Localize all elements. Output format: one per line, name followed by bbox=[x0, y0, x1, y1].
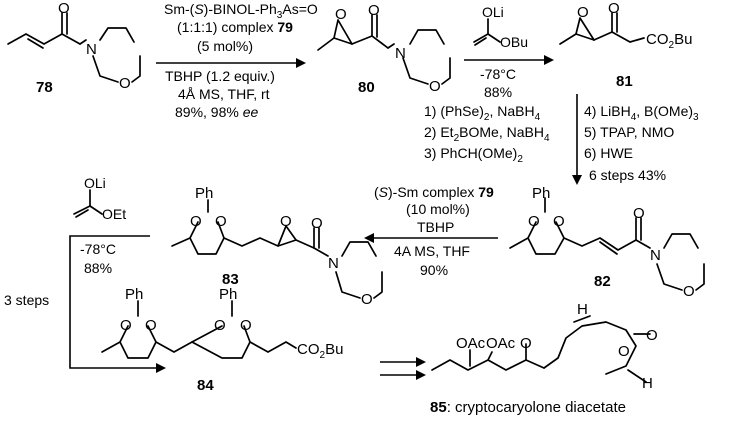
atom-N-82: N bbox=[650, 247, 661, 264]
atom-ester-81: CO2Bu bbox=[646, 31, 692, 51]
atom-O-ketone-81: O bbox=[608, 0, 620, 17]
reagent-OLi-5: OLi bbox=[84, 175, 106, 191]
atom-Ph-83: Ph bbox=[195, 185, 213, 202]
arrowhead-step-1 bbox=[296, 58, 306, 68]
condition-step4-catalyst: (S)-Sm complex 79 bbox=[374, 184, 494, 200]
atom-O-78: O bbox=[58, 0, 70, 17]
atom-O1-83: O bbox=[190, 213, 202, 230]
atom-O-epoxide-81: O bbox=[577, 4, 589, 21]
enolate-OBu-structure bbox=[473, 18, 501, 46]
condition-step3-1: 1) (PhSe)2, NaBH4 bbox=[424, 103, 541, 123]
atom-O-lactone-ring-85: O bbox=[618, 343, 630, 360]
compound-label-83: 83 bbox=[222, 271, 239, 288]
atom-Ph-82: Ph bbox=[532, 185, 550, 202]
condition-step3-6: 6) HWE bbox=[584, 145, 633, 161]
arrow-step-5 bbox=[69, 235, 158, 369]
compound-label-84: 84 bbox=[197, 377, 214, 394]
atom-H2-85: H bbox=[642, 375, 653, 392]
atom-O4-84: O bbox=[240, 317, 252, 334]
enolate-OEt-structure bbox=[73, 189, 103, 218]
arrowhead-multistep-1 bbox=[416, 357, 426, 367]
atom-O1-82: O bbox=[528, 213, 540, 230]
compound-82-structure bbox=[509, 197, 705, 291]
condition-step3-5: 5) TPAP, NMO bbox=[584, 124, 674, 140]
condition-step3-4: 4) LiBH4, B(OMe)3 bbox=[584, 103, 699, 123]
atom-O2-84: O bbox=[145, 317, 157, 334]
compound-label-78: 78 bbox=[36, 79, 53, 96]
atom-N-78: N bbox=[86, 41, 97, 58]
compound-84-structure bbox=[101, 300, 297, 359]
arrowhead-step-2 bbox=[544, 55, 554, 65]
atom-O-morpholine-78: O bbox=[119, 75, 131, 92]
condition-step5-steps: 3 steps bbox=[4, 292, 49, 308]
compound-label-80: 80 bbox=[358, 79, 375, 96]
atom-O-carbonyl-82: O bbox=[633, 205, 645, 222]
condition-step4-yield: 90% bbox=[420, 262, 448, 278]
condition-step1-solvent: 4Å MS, THF, rt bbox=[178, 86, 270, 102]
condition-step2-temp: -78°C bbox=[480, 66, 516, 82]
reagent-OEt-5: OEt bbox=[102, 206, 126, 222]
atom-N-80: N bbox=[395, 45, 406, 62]
compound-85-structure bbox=[431, 315, 651, 383]
arrowhead-step-3 bbox=[572, 175, 582, 185]
condition-step1-oxidant: TBHP (1.2 equiv.) bbox=[165, 68, 275, 84]
condition-step4-oxidant: TBHP bbox=[417, 219, 454, 235]
compound-81-structure bbox=[559, 12, 645, 45]
atom-OAc1-85: OAc bbox=[456, 335, 486, 352]
condition-step1-catalyst: Sm-(S)-BINOL-Ph3As=O bbox=[164, 1, 318, 21]
atom-H1-85: H bbox=[577, 301, 588, 318]
condition-step4-solvent: 4A MS, THF bbox=[394, 243, 470, 259]
condition-step1-loading: (5 mol%) bbox=[197, 38, 253, 54]
compound-label-81: 81 bbox=[616, 73, 633, 90]
reagent-OBu-2: OBu bbox=[500, 34, 528, 50]
atom-O-epoxide-83: O bbox=[280, 213, 292, 230]
condition-step4-loading: (10 mol%) bbox=[406, 201, 470, 217]
compound-83-structure bbox=[171, 199, 383, 299]
compound-label-85: 85: cryptocaryolone diacetate bbox=[430, 399, 626, 416]
condition-step5-temp: -78°C bbox=[80, 241, 116, 257]
arrowhead-multistep-2 bbox=[416, 370, 426, 380]
atom-Ph2-84: Ph bbox=[219, 286, 237, 303]
condition-step5-yield: 88% bbox=[84, 260, 112, 276]
compound-80-structure bbox=[317, 14, 451, 85]
atom-O2-83: O bbox=[215, 213, 227, 230]
atom-N-83: N bbox=[328, 255, 339, 272]
atom-O-morpholine-82: O bbox=[683, 283, 695, 300]
arrowhead-step-4 bbox=[364, 233, 374, 243]
atom-O-morpholine-80: O bbox=[429, 78, 441, 95]
atom-O2-82: O bbox=[553, 213, 565, 230]
condition-step1-yield: 89%, 98% ee bbox=[175, 104, 259, 120]
atom-O-lactone-carbonyl-85: O bbox=[646, 327, 658, 344]
condition-step1-complex: (1:1:1) complex 79 bbox=[177, 19, 293, 35]
atom-OAc2-85: OAc bbox=[486, 335, 516, 352]
atom-ester-84: CO2Bu bbox=[297, 341, 343, 361]
atom-Ph1-84: Ph bbox=[125, 286, 143, 303]
atom-O-epoxide-80: O bbox=[335, 6, 347, 23]
atom-O1-84: O bbox=[120, 317, 132, 334]
atom-O-carbonyl-80: O bbox=[368, 2, 380, 19]
condition-step3-2: 2) Et2BOMe, NaBH4 bbox=[424, 124, 550, 144]
arrowhead-step-5 bbox=[156, 363, 166, 373]
condition-step3-total: 6 steps 43% bbox=[589, 167, 666, 183]
compound-78-structure bbox=[7, 12, 141, 83]
atom-O-carbonyl-83: O bbox=[311, 215, 323, 232]
reagent-OLi-2: OLi bbox=[482, 4, 504, 20]
atom-O-pyran-85: O bbox=[520, 335, 532, 352]
atom-O3-84: O bbox=[214, 317, 226, 334]
atom-O-morpholine-83: O bbox=[361, 291, 373, 308]
condition-step3-3: 3) PhCH(OMe)2 bbox=[424, 145, 523, 165]
condition-step2-yield: 88% bbox=[484, 84, 512, 100]
compound-label-82: 82 bbox=[594, 273, 611, 290]
